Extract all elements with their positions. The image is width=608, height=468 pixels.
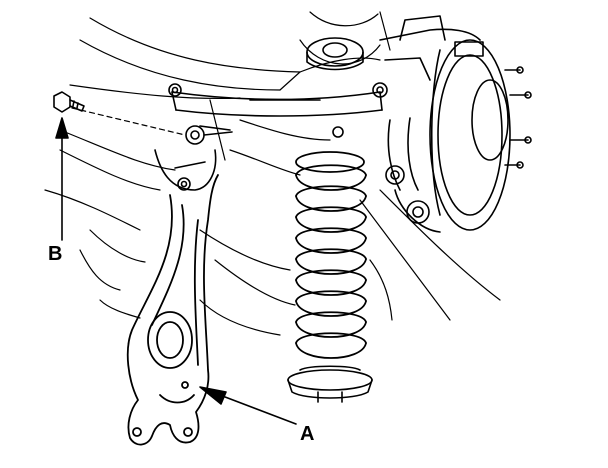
leader-arrow-b bbox=[55, 117, 69, 241]
lower-control-arm bbox=[126, 174, 219, 446]
chassis-structure bbox=[44, 11, 501, 336]
inner-mount-bracket bbox=[154, 125, 233, 191]
bolt-alignment-line bbox=[71, 107, 186, 136]
upper-spring-mount bbox=[306, 37, 364, 71]
leader-arrow-a bbox=[199, 386, 297, 425]
callout-a: A bbox=[300, 423, 315, 445]
lower-spring-seat bbox=[287, 365, 373, 403]
upper-control-arm bbox=[168, 82, 388, 138]
knuckle-hub-assembly bbox=[379, 15, 532, 233]
bolt-icon bbox=[53, 91, 85, 113]
coil-spring bbox=[295, 151, 367, 359]
callout-b: B bbox=[48, 243, 63, 265]
